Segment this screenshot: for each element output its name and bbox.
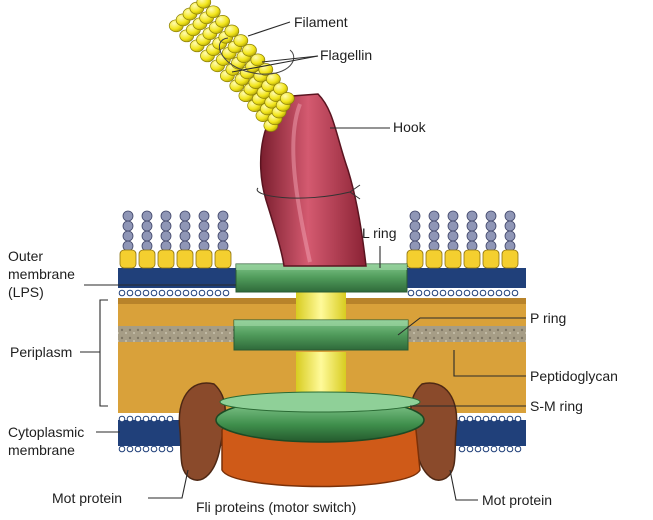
label-p-ring: P ring — [530, 310, 566, 326]
label-sm-ring: S-M ring — [530, 398, 583, 414]
label-outer-membrane-line3: (LPS) — [8, 284, 44, 300]
label-cytoplasmic-membrane-line1: Cytoplasmic — [8, 424, 84, 440]
l-ring — [236, 264, 407, 292]
lps-chains-right — [407, 211, 518, 268]
mot-protein-left — [179, 383, 225, 480]
label-cytoplasmic-membrane-line2: membrane — [8, 442, 75, 458]
label-fli-proteins: Fli proteins (motor switch) — [196, 499, 356, 515]
label-peptidoglycan: Peptidoglycan — [530, 368, 618, 384]
label-mot-protein-right: Mot protein — [482, 492, 552, 508]
filament — [169, 0, 294, 132]
label-flagellin: Flagellin — [320, 47, 372, 63]
label-periplasm: Periplasm — [10, 344, 72, 360]
label-hook: Hook — [393, 119, 427, 135]
lps-chains-left — [120, 211, 231, 268]
label-outer-membrane-line2: membrane — [8, 266, 75, 282]
label-outer-membrane-line1: Outer — [8, 248, 43, 264]
label-l-ring: L ring — [362, 225, 397, 241]
sm-ring — [216, 392, 424, 442]
p-ring — [234, 320, 408, 350]
label-mot-protein-left: Mot protein — [52, 490, 122, 506]
label-filament: Filament — [294, 14, 348, 30]
